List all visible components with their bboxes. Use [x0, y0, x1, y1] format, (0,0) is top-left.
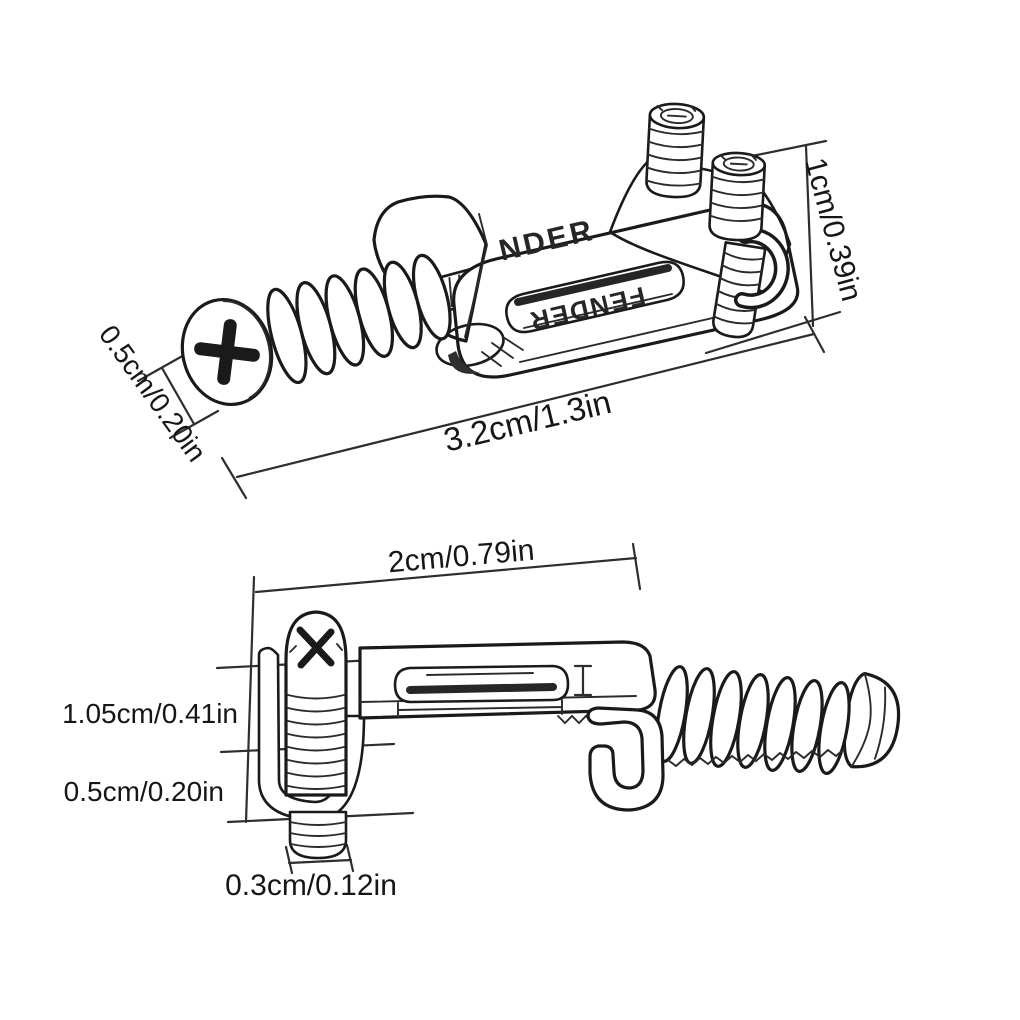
side-spring [655, 665, 851, 775]
string-marker [573, 664, 593, 697]
side-view: 2cm/0.79in 1.05cm/0.41in 0.5cm/0.20in 0.… [62, 534, 901, 902]
saddle-rear-wall [608, 156, 792, 298]
intonation-screw-right [708, 151, 767, 242]
dim-label-screw-diameter: 0.3cm/0.12in [225, 869, 397, 902]
plate-slot [505, 260, 685, 334]
dimension-screw-diameter: 0.3cm/0.12in [225, 843, 397, 902]
side-plate-slot [393, 664, 593, 718]
spring-coils [266, 253, 452, 385]
dim-label-upper-height: 1.05cm/0.41in [62, 698, 238, 729]
intonation-screw-left [645, 102, 706, 199]
spring-and-screw-head [180, 253, 452, 407]
hook-screw-tail [712, 241, 767, 339]
dim-label-lower-height: 0.5cm/0.20in [64, 776, 224, 807]
side-screw-head [842, 671, 901, 769]
height-screw [284, 610, 348, 860]
string-hook [734, 227, 790, 310]
screw-head [180, 297, 274, 407]
side-hook [586, 706, 665, 812]
